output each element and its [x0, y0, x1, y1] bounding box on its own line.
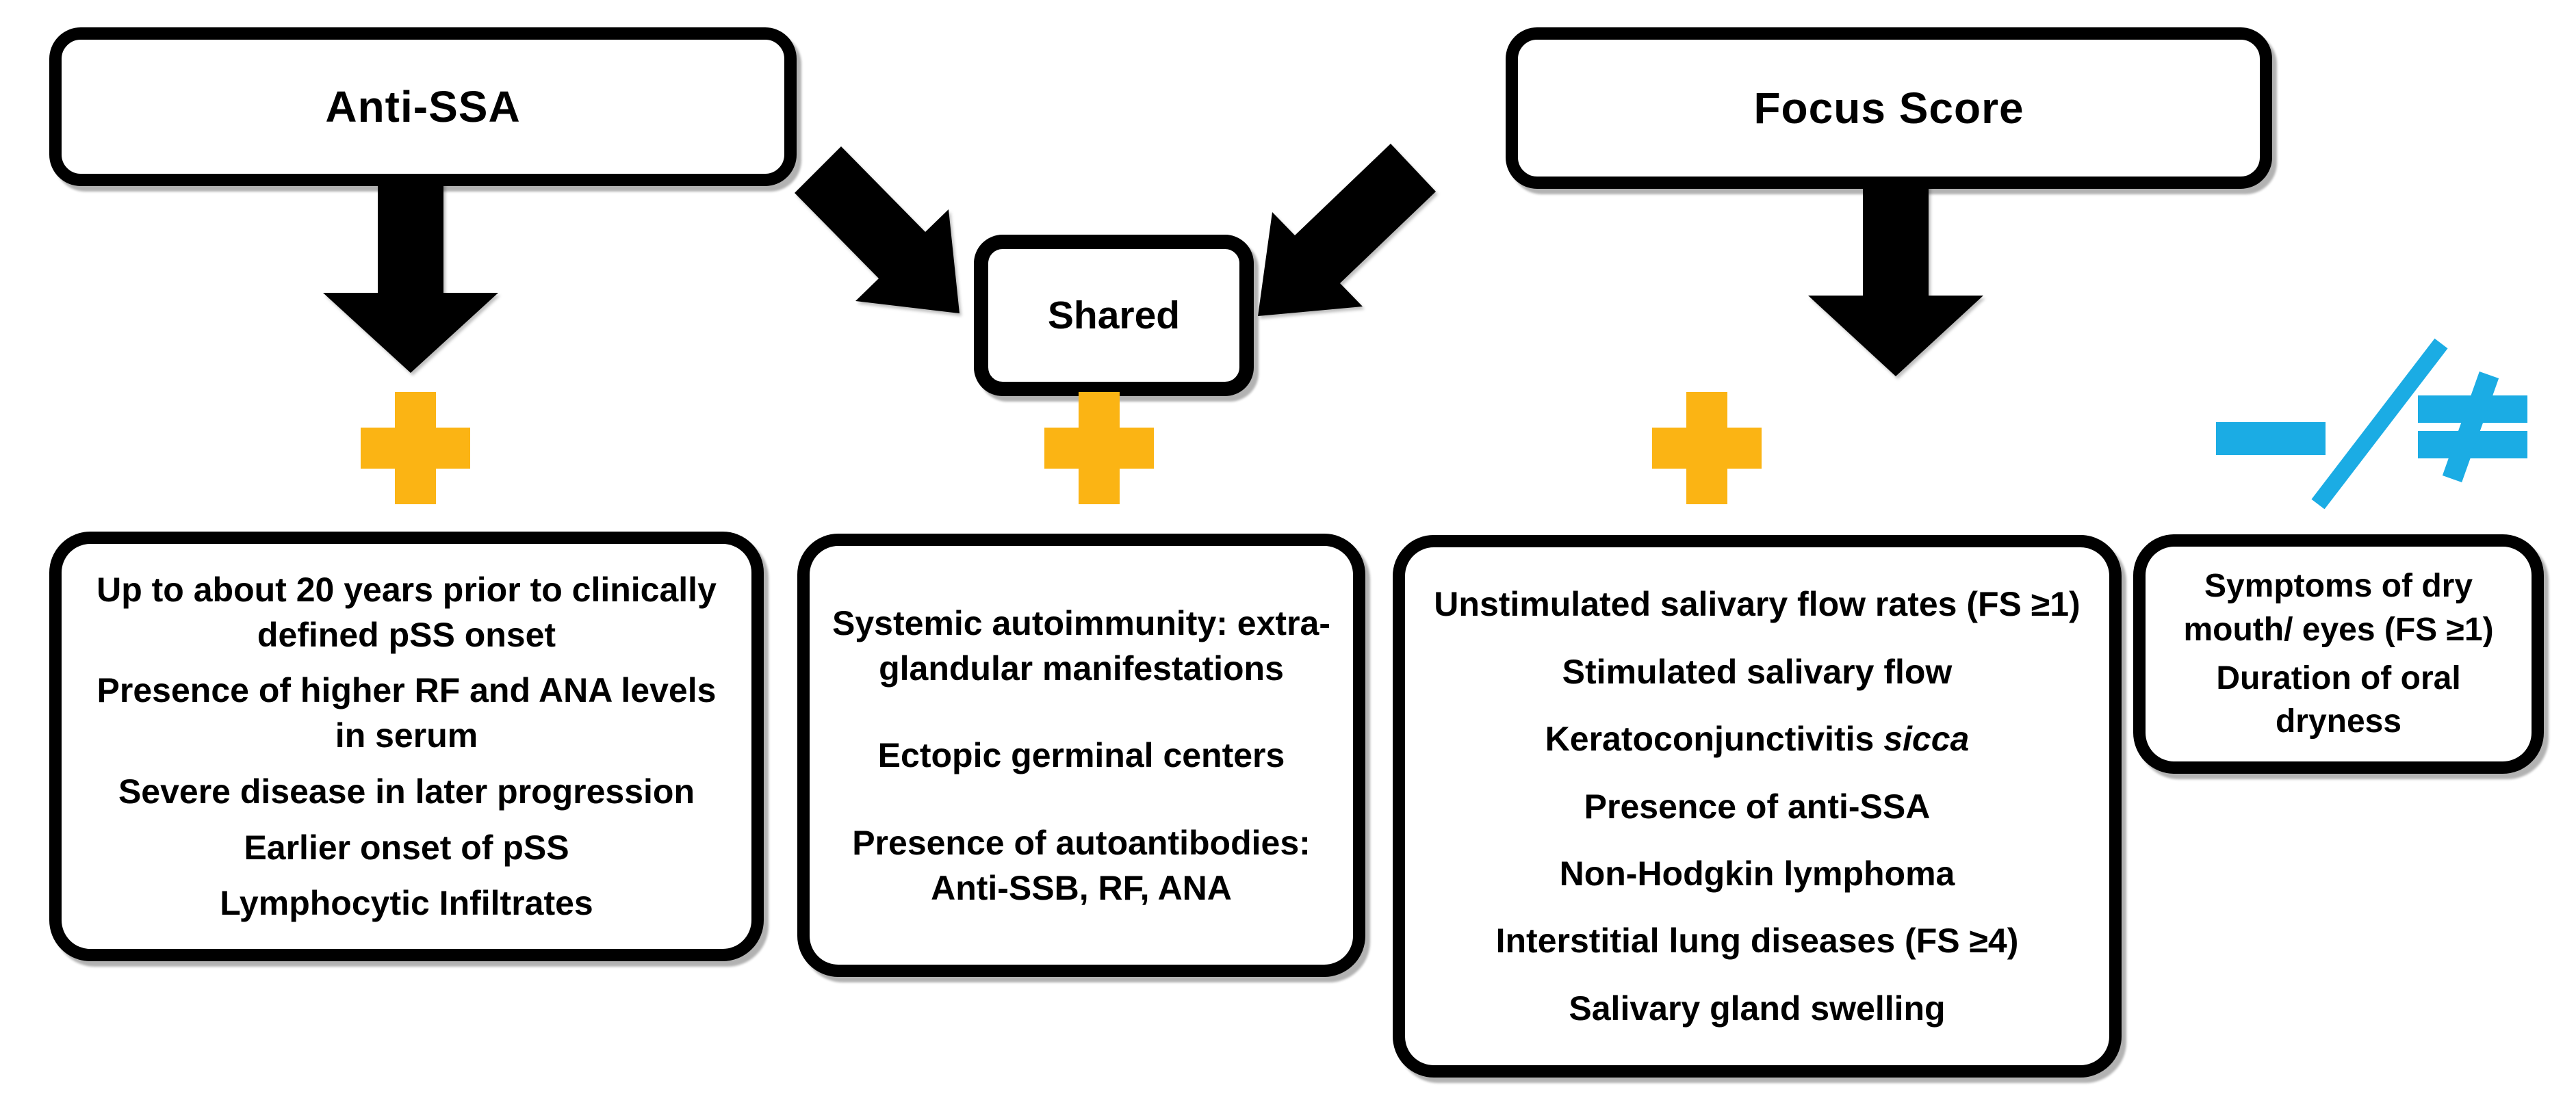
diagonal-arrow-right-icon — [1258, 144, 1436, 316]
feature-item: Duration of oral dryness — [2216, 660, 2461, 740]
anti-ssa-header-box: Anti-SSA — [49, 27, 797, 186]
feature-item: Non-Hodgkin lymphoma — [1559, 854, 1955, 893]
focus-score-header-box: Focus Score — [1506, 27, 2272, 189]
down-arrow-focus-score-icon — [1808, 182, 1983, 376]
feature-item: Severe disease in later progression — [118, 772, 695, 811]
feature-item: Unstimulated salivary flow rates (FS ≥1) — [1434, 585, 2081, 624]
plus-icon — [1652, 392, 1762, 504]
feature-item: Presence of higher RF and ANA levels in … — [96, 671, 717, 755]
minus-icon — [2216, 422, 2326, 455]
feature-item: Keratoconjunctivitis sicca — [1545, 720, 1970, 759]
anti-ssa-title: Anti-SSA — [325, 82, 521, 131]
anti-ssa-feature-box: Up to about 20 years prior to clinically… — [49, 532, 764, 961]
feature-item: Earlier onset of pSS — [244, 828, 569, 867]
diagonal-arrow-left-icon — [795, 146, 959, 313]
feature-item: Presence of autoantibodies: Anti-SSB, RF… — [852, 823, 1311, 907]
feature-item: Up to about 20 years prior to clinically… — [96, 570, 717, 654]
shared-title: Shared — [1047, 293, 1181, 337]
feature-item: Ectopic germinal centers — [877, 736, 1285, 774]
feature-item: Interstitial lung diseases (FS ≥4) — [1495, 922, 2019, 961]
shared-feature-box: Systemic autoimmunity: extra-glandular m… — [797, 534, 1365, 977]
focus-score-feature-box: Unstimulated salivary flow rates (FS ≥1)… — [1393, 535, 2122, 1078]
focus-score-title: Focus Score — [1753, 83, 2024, 133]
feature-item: Lymphocytic Infiltrates — [220, 884, 593, 923]
shared-header-box: Shared — [974, 235, 1254, 396]
feature-item: Salivary gland swelling — [1569, 989, 1946, 1028]
negative-symbol-group — [2216, 338, 2527, 510]
negative-feature-box: Symptoms of dry mouth/ eyes (FS ≥1) Durat… — [2133, 534, 2544, 774]
feature-item: Presence of anti-SSA — [1584, 787, 1931, 826]
slash-icon — [2311, 338, 2448, 510]
not-equal-icon — [2418, 371, 2527, 483]
plus-icon — [361, 392, 470, 504]
feature-item: Symptoms of dry mouth/ eyes (FS ≥1) — [2183, 568, 2494, 648]
feature-item: Stimulated salivary flow — [1562, 652, 1953, 691]
feature-item: Systemic autoimmunity: extra-glandular m… — [832, 603, 1330, 688]
plus-icon — [1044, 392, 1154, 504]
down-arrow-anti-ssa-icon — [323, 179, 498, 373]
